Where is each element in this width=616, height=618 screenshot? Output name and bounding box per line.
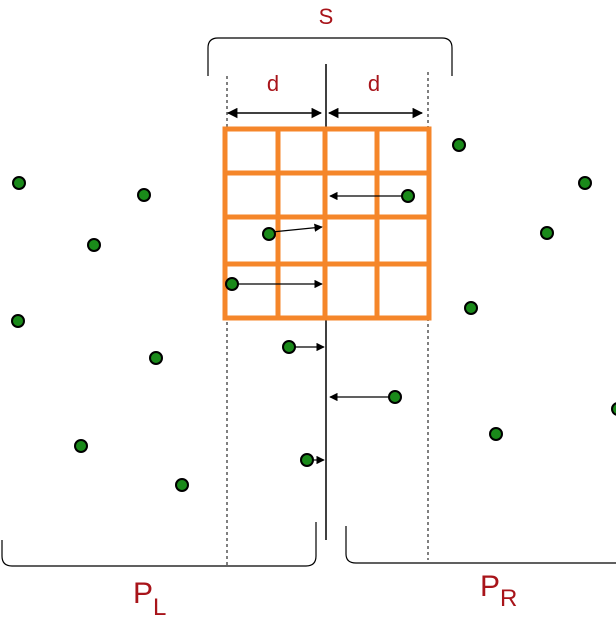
point <box>11 314 25 328</box>
pr-brace <box>345 526 616 564</box>
point <box>282 340 296 354</box>
projection-arrows <box>235 191 405 465</box>
pl-brace <box>1 522 317 567</box>
points-right <box>388 138 616 441</box>
points-left <box>11 176 314 492</box>
d-label-left: d <box>267 71 279 96</box>
point <box>489 427 503 441</box>
d-label-right: d <box>368 71 380 96</box>
pr-label: PR <box>480 570 517 612</box>
point <box>578 176 592 190</box>
point <box>464 301 478 315</box>
point <box>401 189 415 203</box>
point <box>175 478 189 492</box>
point <box>452 138 466 152</box>
s-label: S <box>319 4 334 29</box>
point <box>611 402 616 416</box>
pl-label: PL <box>133 577 166 618</box>
point <box>149 351 163 365</box>
point <box>137 188 151 202</box>
point <box>388 390 402 404</box>
point <box>12 176 26 190</box>
point <box>74 439 88 453</box>
point <box>540 226 554 240</box>
point <box>300 453 314 467</box>
point <box>87 238 101 252</box>
d-by-2d-grid <box>222 126 432 321</box>
point <box>262 227 276 241</box>
s-brace <box>207 37 453 76</box>
point <box>225 277 239 291</box>
